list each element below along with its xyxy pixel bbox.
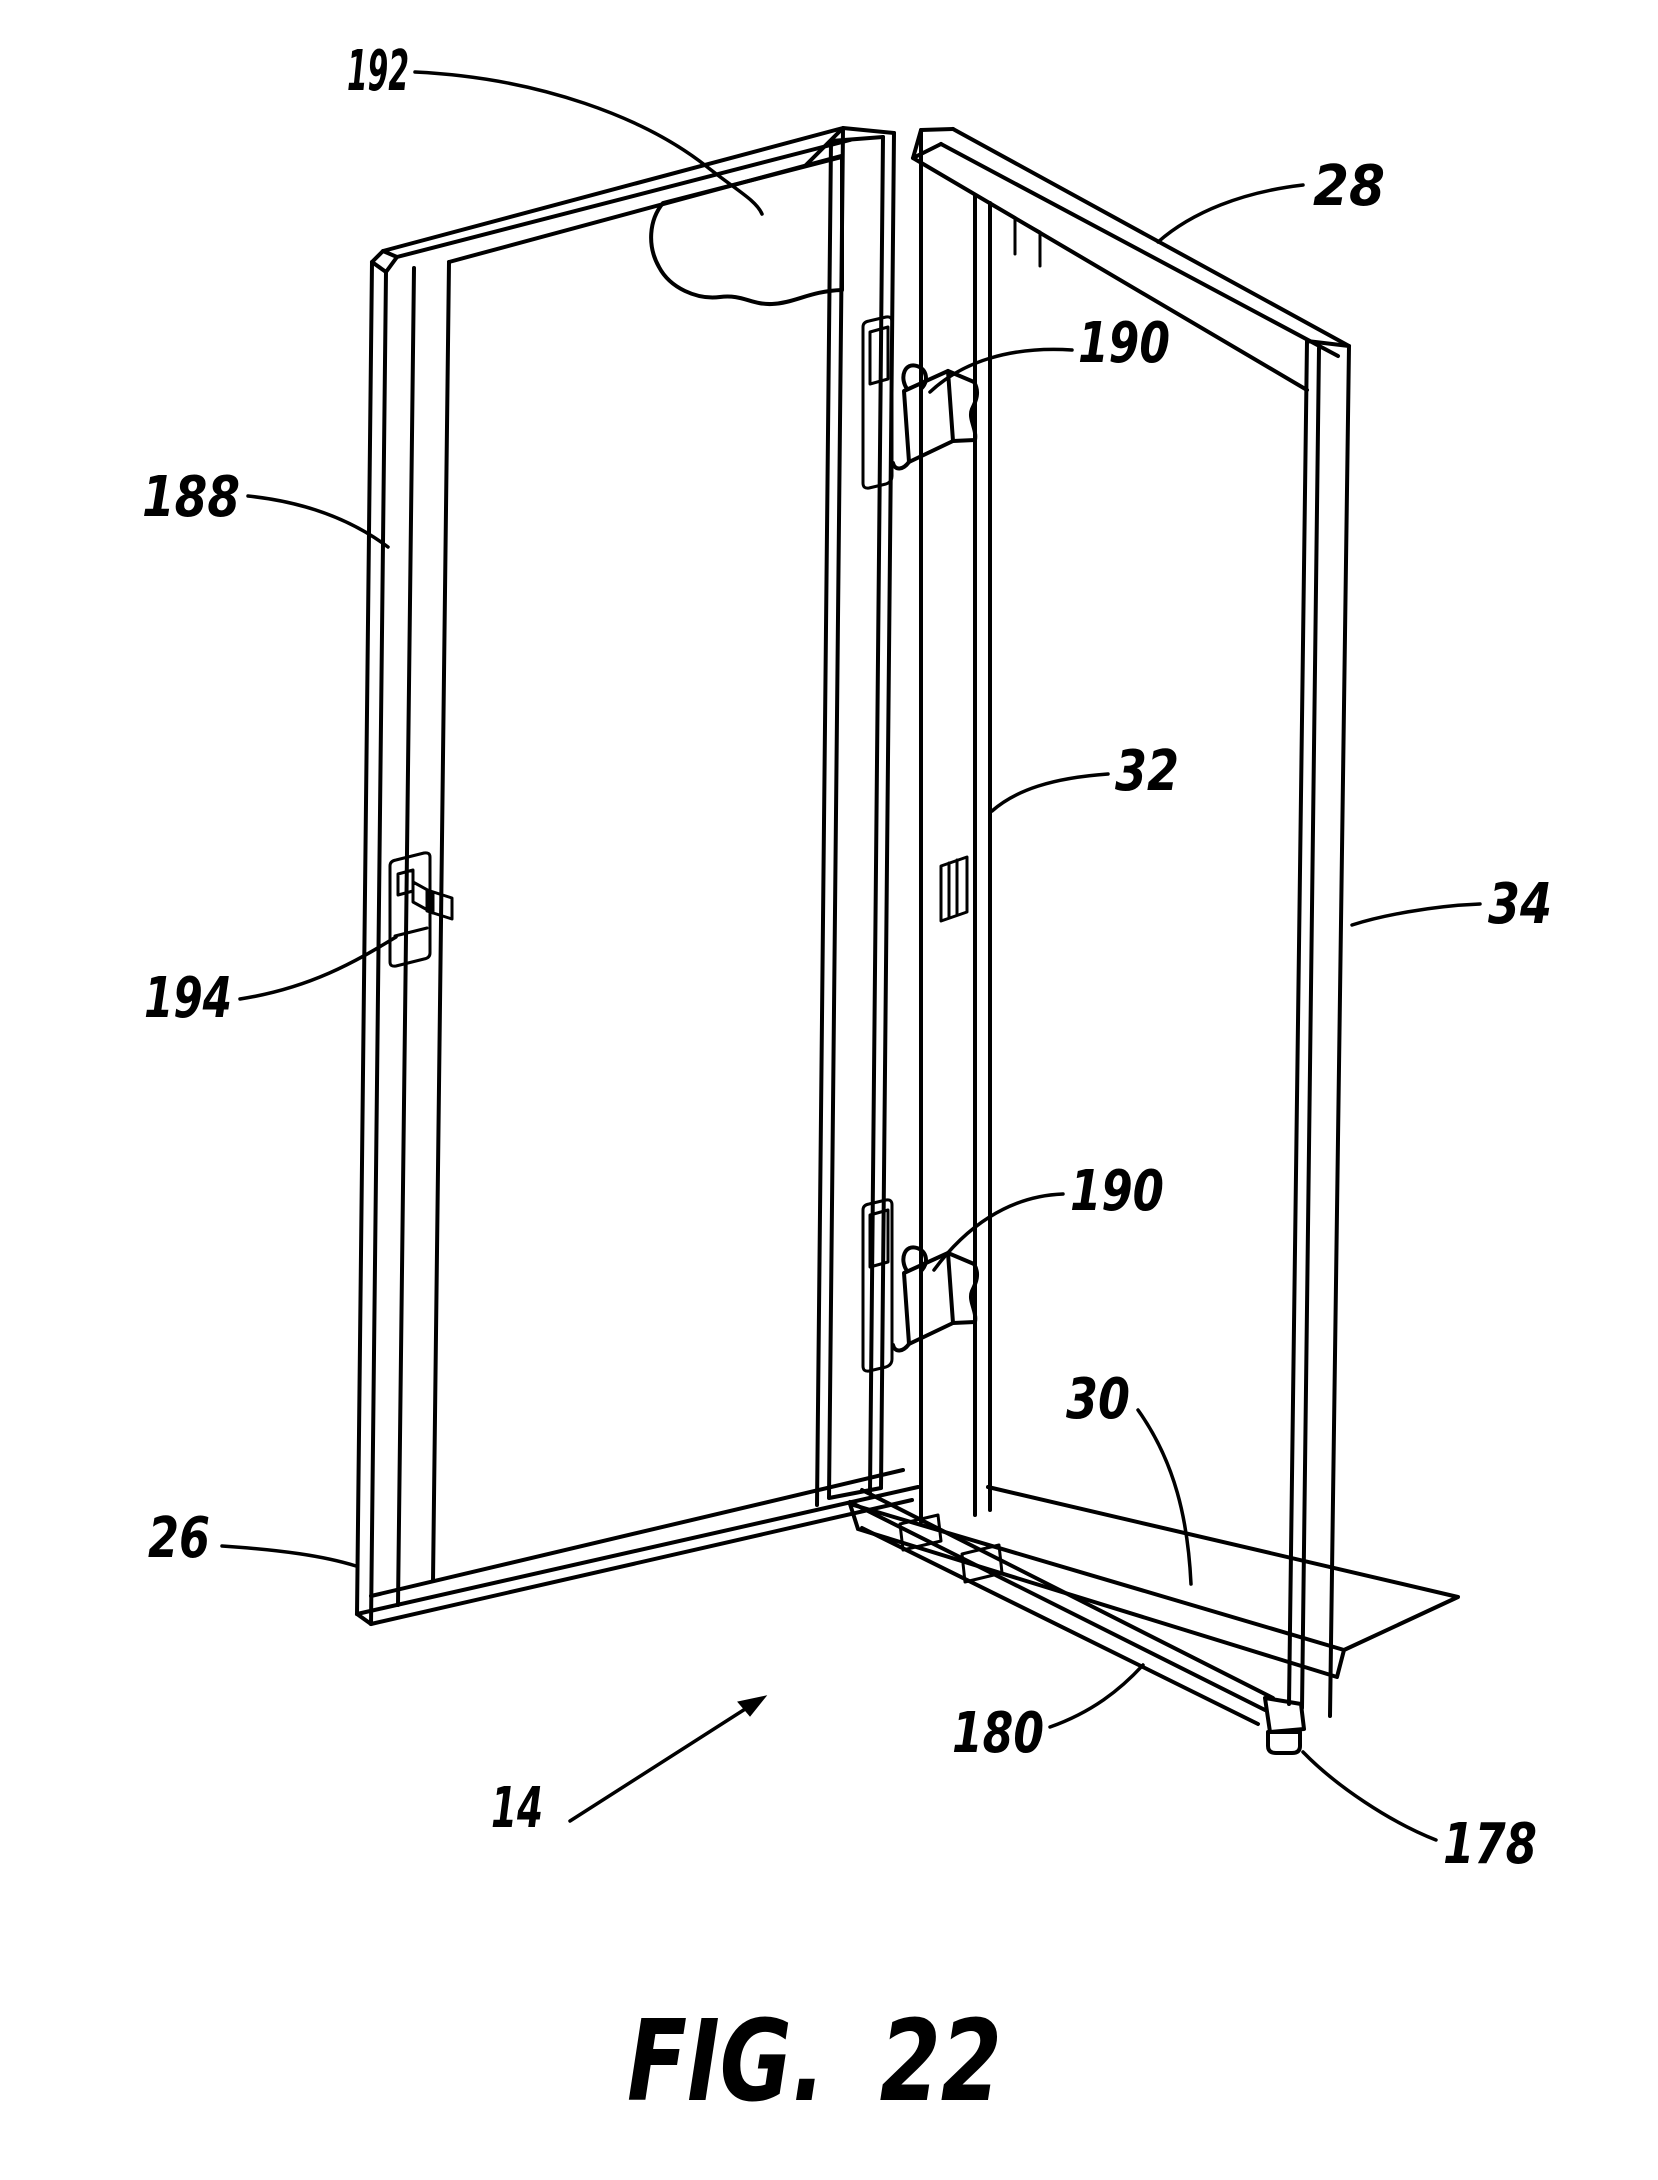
hinge-clip-lower <box>891 1245 980 1353</box>
leader-32 <box>990 772 1110 813</box>
leader-lines <box>220 70 1482 1842</box>
striker-plate <box>939 855 969 923</box>
ref-label-194: 194 <box>144 966 232 1031</box>
latch-plate <box>388 851 432 968</box>
frame-top-rail <box>911 127 1351 392</box>
sill-bar <box>848 1488 1275 1726</box>
leader-194 <box>238 935 398 1001</box>
ref-label-190-upper: 190 <box>1078 311 1170 376</box>
door-top-rail <box>381 126 852 264</box>
leader-180 <box>1048 1663 1145 1729</box>
screen-door-panel <box>355 126 920 1626</box>
latch-assembly <box>388 851 454 968</box>
ref-label-190-lower: 190 <box>1070 1159 1164 1224</box>
ref-label-178: 178 <box>1443 1812 1537 1877</box>
ref-label-30: 30 <box>1066 1367 1130 1432</box>
frame-foot-right <box>1266 1730 1302 1755</box>
leader-30 <box>1136 1408 1193 1586</box>
door-left-stile <box>355 260 451 1626</box>
door-right-stile <box>815 127 896 1507</box>
ref-label-28: 28 <box>1313 154 1385 219</box>
ref-label-180: 180 <box>952 1701 1044 1766</box>
leader-188 <box>246 494 390 549</box>
frame-inner-top-edges <box>988 202 1042 268</box>
keeper-slot-lower <box>861 1198 894 1373</box>
ref-label-32: 32 <box>1115 739 1179 804</box>
keeper-slot-upper <box>861 315 894 490</box>
leader-192 <box>413 70 764 216</box>
arrow-14 <box>568 1695 768 1823</box>
leader-190-upper <box>928 347 1074 394</box>
frame-left-stile <box>919 128 992 1524</box>
screen-mesh-patch <box>649 155 844 307</box>
frame-right-stile <box>1287 339 1351 1718</box>
sill-plate <box>848 1485 1460 1679</box>
ref-label-26: 26 <box>148 1506 210 1571</box>
leader-28 <box>1156 183 1305 244</box>
sill-assembly <box>848 1485 1460 1755</box>
leader-178 <box>1301 1750 1438 1842</box>
leader-190-lower <box>932 1192 1065 1272</box>
figure-caption: FIG. 22 <box>627 1997 1002 2127</box>
ref-label-188: 188 <box>142 465 240 530</box>
hinge-clip-upper <box>891 363 980 471</box>
sill-bar-end-cap <box>1263 1696 1306 1734</box>
ref-label-14: 14 <box>491 1776 543 1841</box>
ref-label-192: 192 <box>347 39 409 104</box>
door-frame-panel <box>848 127 1460 1755</box>
frame-feet-left <box>898 1513 1004 1584</box>
door-bottom-rail <box>355 1468 920 1626</box>
ref-label-34: 34 <box>1488 872 1552 937</box>
leader-26 <box>220 1544 358 1568</box>
reference-labels: 192 28 190 188 32 34 194 190 30 26 180 1… <box>142 39 1552 1877</box>
latch-handle <box>393 868 454 938</box>
door-top-left-cap <box>370 249 399 274</box>
leader-34 <box>1350 902 1482 927</box>
